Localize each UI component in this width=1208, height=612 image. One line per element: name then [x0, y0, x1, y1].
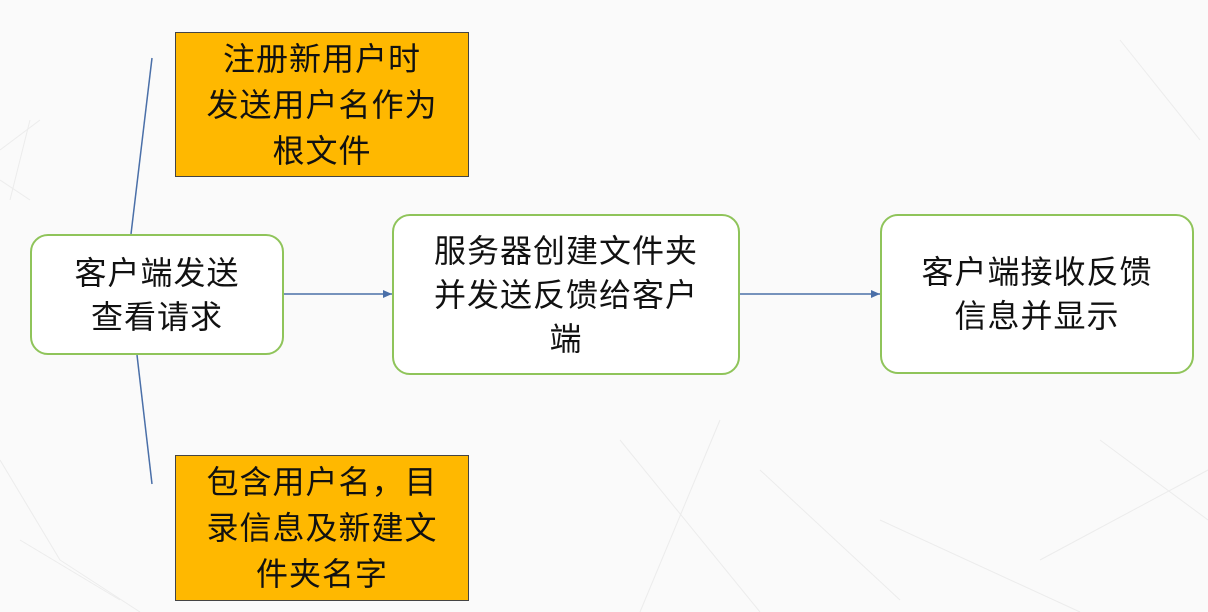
note-bottom-details: 包含用户名，目 录信息及新建文 件夹名字 — [175, 455, 469, 601]
node-client-request-line-2: 查看请求 — [90, 297, 223, 336]
connector-request-to-bottom-note — [136, 354, 153, 485]
note-register-user: 注册新用户时 发送用户名作为 根文件 — [175, 32, 469, 177]
node-client-receive-line-1: 客户端接收反馈 — [921, 253, 1153, 291]
note-register-user-line-2: 发送用户名作为 — [206, 85, 438, 124]
note-bottom-details-line-2: 录信息及新建文 — [206, 509, 438, 547]
node-client-request-line-1: 客户端发送 — [74, 253, 240, 292]
node-server-create: 服务器创建文件夹 并发送反馈给客户 端 — [392, 214, 740, 375]
node-server-create-line-2: 并发送反馈给客户 — [433, 275, 698, 314]
node-server-create-line-1: 服务器创建文件夹 — [433, 231, 698, 270]
node-client-request: 客户端发送 查看请求 — [30, 234, 284, 355]
note-bottom-details-line-1: 包含用户名，目 — [206, 463, 438, 501]
note-register-user-line-1: 注册新用户时 — [222, 39, 421, 78]
connector-request-to-top-note — [130, 57, 153, 235]
node-client-receive-line-2: 信息并显示 — [954, 297, 1120, 335]
note-register-user-line-3: 根文件 — [272, 131, 372, 170]
note-bottom-details-line-3: 件夹名字 — [255, 555, 388, 593]
node-client-receive: 客户端接收反馈 信息并显示 — [880, 214, 1194, 374]
node-server-create-line-3: 端 — [549, 319, 583, 358]
